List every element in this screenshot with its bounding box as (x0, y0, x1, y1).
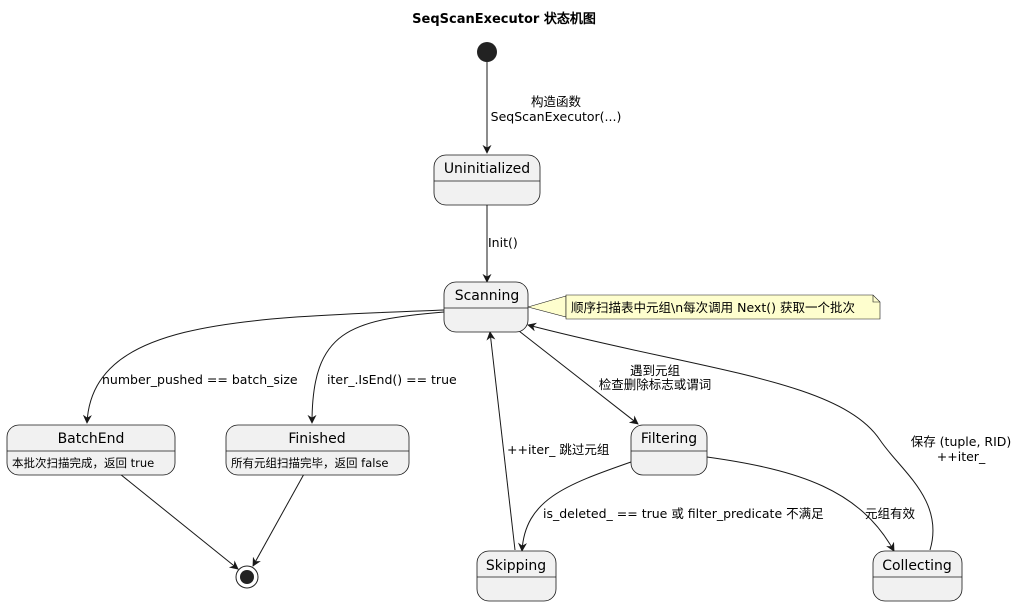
state-finished: Finished 所有元组扫描完毕，返回 false (225, 424, 410, 476)
edge-label-constructor-call: SeqScanExecutor(...) (491, 109, 622, 124)
final-state-node (235, 565, 259, 589)
state-filtering: Filtering (630, 424, 708, 476)
state-skipping-name: Skipping (486, 558, 546, 574)
state-finished-name: Finished (288, 431, 345, 447)
edge-collecting-to-scanning (527, 322, 934, 551)
edge-label-deleted-or-predicate: is_deleted_ == true 或 filter_predicate 不… (543, 506, 824, 521)
state-filtering-name: Filtering (641, 431, 697, 447)
state-uninitialized-name: Uninitialized (444, 161, 530, 177)
state-collecting-name: Collecting (882, 558, 952, 574)
state-scanning-name: Scanning (455, 288, 520, 304)
state-skipping: Skipping (476, 550, 557, 602)
state-scanning: Scanning (443, 281, 529, 333)
diagram-title: SeqScanExecutor 状态机图 (412, 11, 596, 27)
edge-label-advance-iter: ++iter_ (937, 449, 986, 464)
scanning-note: 顺序扫描表中元组\n每次调用 Next() 获取一个批次 (565, 294, 881, 320)
edge-batchend-to-final (119, 473, 239, 570)
edge-scanning-to-filtering (518, 330, 639, 425)
state-finished-description: 所有元组扫描完毕，返回 false (231, 456, 389, 470)
edge-filtering-to-skipping (517, 461, 632, 552)
edge-label-check-predicate: 检查删除标志或谓词 (599, 377, 712, 392)
state-batchend: BatchEnd 本批次扫描完成，返回 true (6, 424, 176, 476)
edge-filtering-to-collecting (706, 456, 895, 552)
edge-label-encounter-tuple: 遇到元组 (630, 363, 680, 378)
edge-label-tuple-valid: 元组有效 (865, 506, 916, 521)
edge-label-init: Init() (488, 235, 518, 250)
edge-finished-to-final (252, 473, 305, 567)
state-batchend-description: 本批次扫描完成，返回 true (12, 456, 154, 470)
state-uninitialized: Uninitialized (433, 154, 541, 206)
edge-scanning-to-batchend (82, 309, 445, 424)
state-batchend-name: BatchEnd (58, 431, 125, 447)
edge-label-constructor: 构造函数 (531, 94, 582, 109)
state-collecting: Collecting (872, 550, 963, 602)
edge-skipping-to-scanning (486, 331, 516, 551)
note-connector (526, 295, 567, 318)
edge-label-skip-tuple: ++iter_ 跳过元组 (507, 442, 609, 457)
scanning-note-text: 顺序扫描表中元组\n每次调用 Next() 获取一个批次 (571, 300, 855, 315)
edge-scanning-to-finished (307, 311, 445, 424)
edge-label-is-end: iter_.IsEnd() == true (327, 372, 457, 387)
edge-label-save-tuple: 保存 (tuple, RID) (911, 434, 1012, 449)
edge-label-batch-size: number_pushed == batch_size (102, 372, 298, 387)
initial-state-node (477, 42, 497, 62)
